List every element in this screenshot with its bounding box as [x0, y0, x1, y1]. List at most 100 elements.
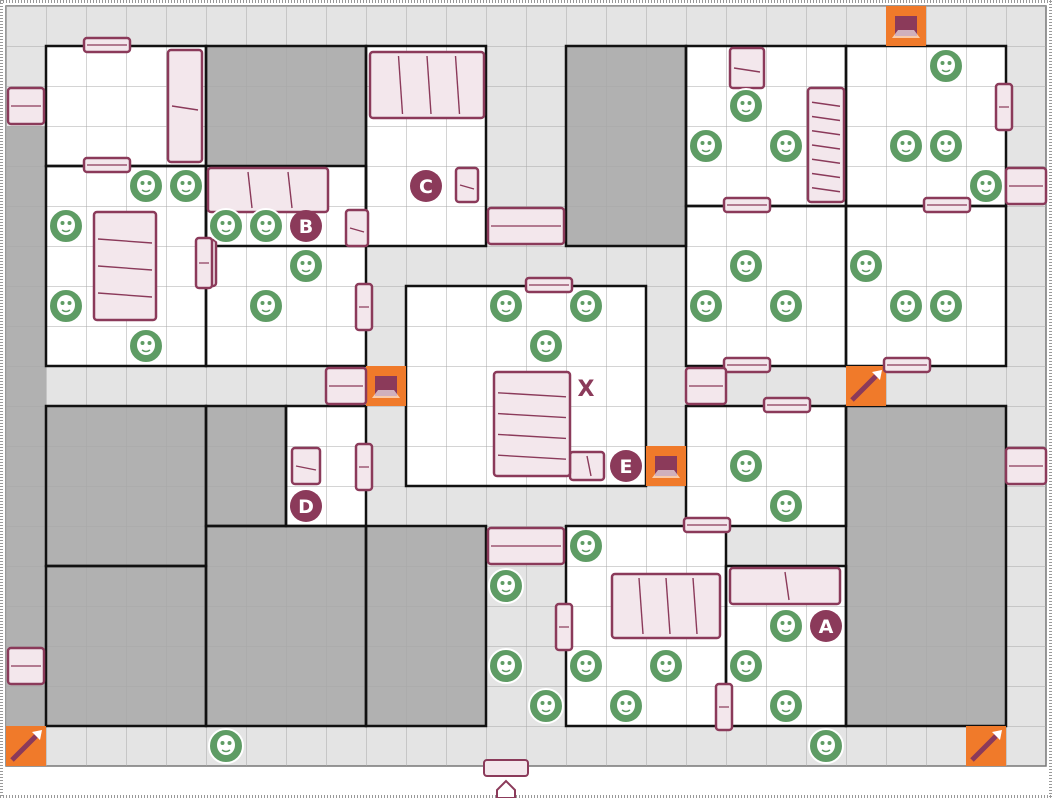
- pit-trap-icon: [366, 366, 406, 406]
- goblin-icon[interactable]: [48, 208, 84, 244]
- room-wall: [724, 564, 848, 728]
- zombie-icon[interactable]: [928, 48, 964, 84]
- goblin-icon[interactable]: [208, 728, 244, 764]
- goblin-icon[interactable]: [288, 248, 324, 284]
- door[interactable]: [486, 206, 566, 246]
- spear-trap-icon: [966, 726, 1006, 766]
- furniture-tomb: [166, 48, 204, 164]
- zombie-icon[interactable]: [768, 608, 804, 644]
- furniture-fireplace: [728, 46, 766, 90]
- goblin-icon[interactable]: [48, 288, 84, 324]
- door[interactable]: [486, 526, 566, 566]
- door[interactable]: [722, 356, 772, 374]
- skeleton-icon[interactable]: [728, 88, 764, 124]
- goblin-icon[interactable]: [568, 648, 604, 684]
- entrance-arrow-icon: [483, 759, 529, 798]
- goblin-icon[interactable]: [528, 688, 564, 724]
- pit-trap-icon: [646, 446, 686, 486]
- monsters-layer: [48, 48, 1004, 764]
- fimir-icon[interactable]: [728, 448, 764, 484]
- goblin-icon[interactable]: [808, 728, 844, 764]
- goblin-icon[interactable]: [208, 208, 244, 244]
- door[interactable]: [714, 682, 734, 732]
- fimir-icon[interactable]: [928, 288, 964, 324]
- marker-label: E: [620, 456, 633, 478]
- furniture-table: [610, 572, 722, 640]
- door[interactable]: [1004, 166, 1048, 206]
- spear-trap-icon: [846, 366, 886, 406]
- mummy-icon[interactable]: [568, 528, 604, 564]
- furniture-bookcase: [806, 86, 846, 204]
- door[interactable]: [324, 366, 368, 406]
- marker-label: C: [419, 176, 433, 198]
- fimir-icon[interactable]: [888, 288, 924, 324]
- room-wall: [44, 564, 208, 728]
- door[interactable]: [6, 86, 46, 126]
- traps-layer: [6, 6, 1006, 766]
- door[interactable]: [6, 646, 46, 686]
- furniture-chest: [290, 446, 322, 486]
- door[interactable]: [354, 442, 374, 492]
- room-wall: [364, 524, 488, 728]
- door[interactable]: [354, 282, 374, 332]
- goblin-icon[interactable]: [488, 568, 524, 604]
- goblin-icon[interactable]: [728, 648, 764, 684]
- mummy-icon[interactable]: [528, 328, 564, 364]
- mummy-icon[interactable]: [768, 488, 804, 524]
- furniture-chest: [454, 166, 480, 204]
- door[interactable]: [762, 396, 812, 414]
- zombie-icon[interactable]: [248, 208, 284, 244]
- door[interactable]: [554, 602, 574, 652]
- door[interactable]: [194, 236, 214, 290]
- door[interactable]: [82, 36, 132, 54]
- door[interactable]: [994, 82, 1014, 132]
- marker-a: A: [810, 610, 842, 642]
- goblin-icon[interactable]: [128, 168, 164, 204]
- fimir-icon[interactable]: [488, 288, 524, 324]
- markers-layer: A B C D E: [290, 170, 842, 642]
- furniture-sorcerers-table: [368, 50, 486, 120]
- skeleton-icon[interactable]: [688, 288, 724, 324]
- furniture-chest: [728, 566, 842, 606]
- mummy-icon[interactable]: [848, 248, 884, 284]
- furniture-layer: [92, 46, 846, 640]
- orc-icon[interactable]: [128, 328, 164, 364]
- door[interactable]: [882, 356, 932, 374]
- chaos-warrior-icon[interactable]: [768, 288, 804, 324]
- furniture-tomb: [492, 370, 572, 478]
- door[interactable]: [1004, 446, 1048, 486]
- chaos-warrior-icon[interactable]: [888, 128, 924, 164]
- chaos-warrior-icon[interactable]: [968, 168, 1004, 204]
- mummy-icon[interactable]: [768, 688, 804, 724]
- marker-d: D: [290, 490, 322, 522]
- marker-label: D: [298, 496, 314, 518]
- chaos-warrior-icon[interactable]: [728, 248, 764, 284]
- marker-c: C: [410, 170, 442, 202]
- zombie-icon[interactable]: [488, 648, 524, 684]
- room-wall: [364, 44, 488, 248]
- door[interactable]: [722, 196, 772, 214]
- x-marker: X: [578, 377, 595, 402]
- furniture-table: [92, 210, 158, 322]
- door[interactable]: [524, 276, 574, 294]
- furniture-chest: [568, 450, 606, 482]
- spear-trap-icon: [6, 726, 46, 766]
- door[interactable]: [922, 196, 972, 214]
- furniture-rack: [344, 208, 370, 248]
- zombie-icon[interactable]: [768, 128, 804, 164]
- goblin-icon[interactable]: [168, 168, 204, 204]
- skeleton-icon[interactable]: [928, 128, 964, 164]
- pit-trap-icon: [886, 6, 926, 46]
- skeleton-icon[interactable]: [688, 128, 724, 164]
- door[interactable]: [684, 366, 728, 406]
- door[interactable]: [682, 516, 732, 534]
- goblin-icon[interactable]: [648, 648, 684, 684]
- doors-layer: [6, 36, 1048, 732]
- zombie-icon[interactable]: [248, 288, 284, 324]
- zombie-icon[interactable]: [568, 288, 604, 324]
- door[interactable]: [82, 156, 132, 174]
- furniture-weapons-rack: [206, 166, 330, 214]
- marker-label: B: [299, 216, 313, 238]
- goblin-icon[interactable]: [608, 688, 644, 724]
